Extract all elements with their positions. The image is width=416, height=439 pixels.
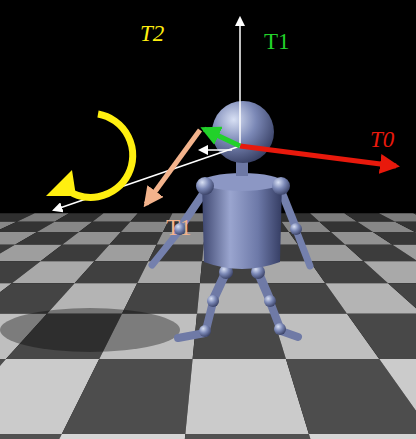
- floor-tile: [309, 434, 416, 439]
- floor-tile: [94, 245, 156, 261]
- axis-label: T0: [370, 128, 394, 151]
- floor-tile: [122, 283, 200, 313]
- axis-label: T1: [166, 216, 192, 239]
- floor-tile: [379, 213, 416, 221]
- floor-tile: [395, 222, 416, 232]
- floor-tile: [373, 232, 416, 245]
- floor-tile: [75, 261, 149, 283]
- floor-tile: [121, 222, 168, 232]
- floor-tile: [415, 232, 416, 245]
- floor-tile: [109, 232, 163, 245]
- floor-tile: [413, 213, 416, 221]
- floor-tile: [137, 261, 202, 283]
- floor-tile: [92, 213, 137, 221]
- floor-tile: [364, 261, 416, 283]
- floor-tile: [347, 314, 416, 359]
- floor-tile: [379, 359, 416, 434]
- floor-tile: [0, 434, 62, 439]
- floor-tile: [388, 283, 416, 313]
- floor-tile: [62, 359, 193, 434]
- axis-label: T1: [264, 30, 290, 53]
- floor-tile: [392, 245, 416, 261]
- floor-tile: [0, 434, 185, 439]
- axis-label: T2: [140, 22, 164, 45]
